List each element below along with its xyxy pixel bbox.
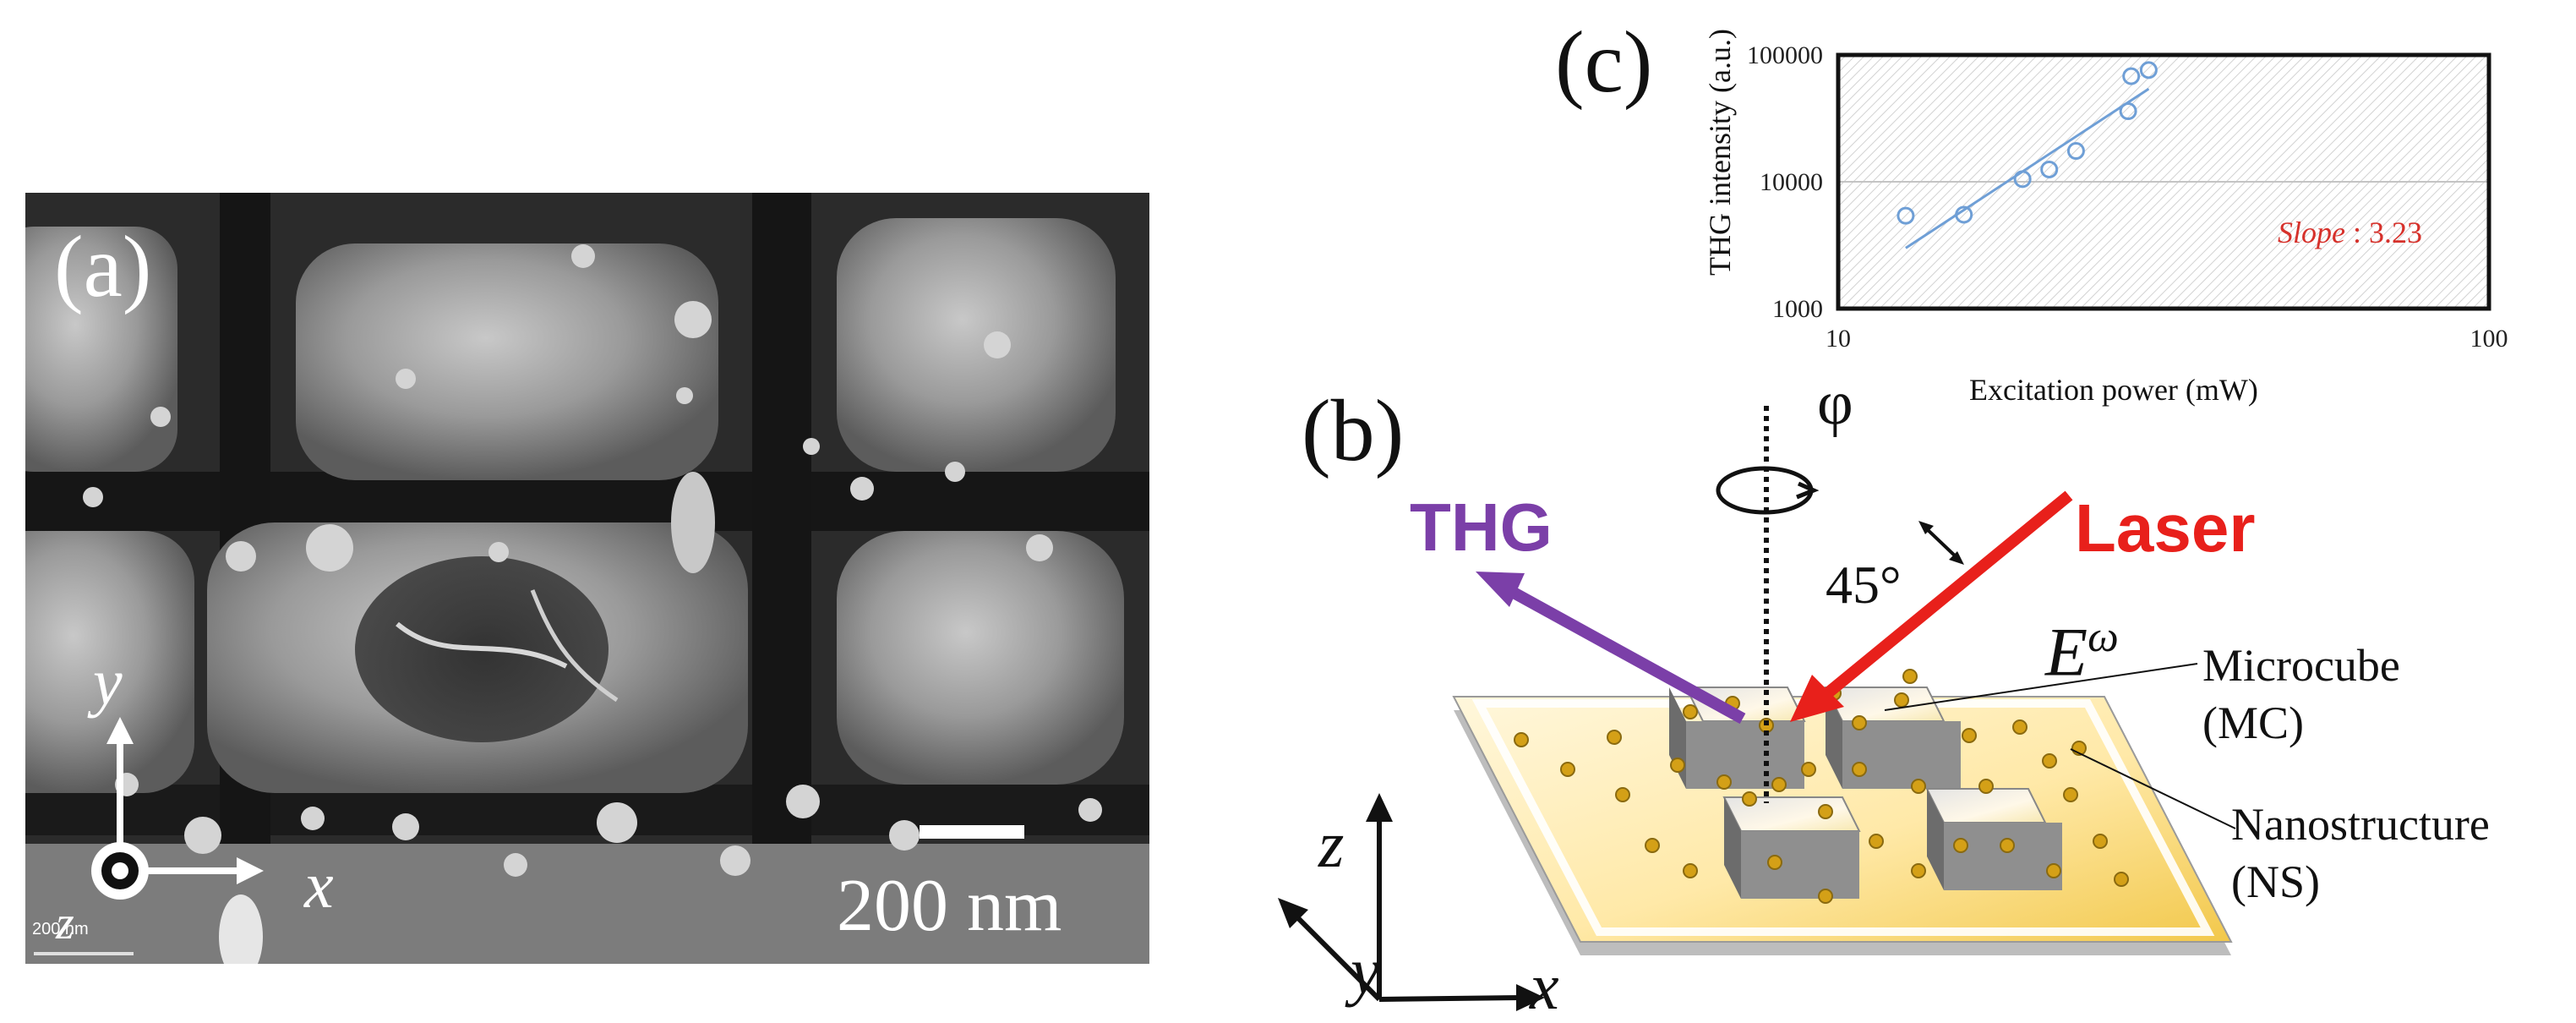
microcube-4 <box>1925 788 2062 890</box>
data-point <box>2040 160 2059 178</box>
data-point <box>1897 206 1915 225</box>
electric-field-label: Eω <box>2045 615 2119 687</box>
data-point <box>2122 67 2141 85</box>
scale-bar <box>920 825 1024 839</box>
sem-axis-y-label: y <box>93 645 123 719</box>
microcube-3 <box>1722 796 1861 899</box>
data-point <box>2139 61 2158 79</box>
data-point <box>2119 102 2137 121</box>
slope-annotation-value: : 3.23 <box>2345 216 2422 249</box>
schematic-axis-z-label: z <box>1318 807 1345 881</box>
schematic-axis-y-label: y <box>1351 934 1380 1008</box>
microcube-2 <box>1824 687 1961 789</box>
microcube-label: Microcube <box>2202 640 2400 691</box>
data-point <box>1955 205 1973 224</box>
chart-x-axis-label: Excitation power (mW) <box>1969 373 2258 407</box>
nanostructure-abbrev: (NS) <box>2231 856 2320 907</box>
chart-y-axis-label: THG intensity (a.u.) <box>1703 29 1737 276</box>
laser-label: Laser <box>2075 490 2256 566</box>
laser-arrow <box>1821 490 2073 700</box>
sem-axis-z-label: z <box>56 897 74 949</box>
thg-arrow <box>1503 583 1746 725</box>
slope-annotation: Slope : 3.23 <box>2278 216 2422 249</box>
panel-a-label: (a) <box>54 218 152 315</box>
data-point <box>2013 170 2032 189</box>
scale-bar-label: 200 nm <box>837 865 1062 947</box>
x-tick-label: 100 <box>2470 325 2508 353</box>
fit-line <box>1905 87 2150 249</box>
electric-field-symbol: E <box>2045 613 2088 691</box>
schematic-axes <box>1289 812 1525 1002</box>
y-tick-label: 10000 <box>1760 168 1823 196</box>
polarization-arrow <box>1922 524 1961 561</box>
schematic-axis-x-label: x <box>1530 949 1559 1023</box>
slope-annotation-label: Slope <box>2278 216 2345 249</box>
microcube-leader <box>1884 663 2198 711</box>
nanostructure-leader <box>2070 748 2236 829</box>
mini-scale-label: 200 nm <box>32 920 89 938</box>
schematic-diagram <box>1278 406 2236 1011</box>
nanoparticles <box>1514 669 2129 904</box>
sem-image-panel: (a) 200 nm 200 nm y x z <box>25 193 1149 964</box>
sem-axis-x-label: x <box>304 848 334 922</box>
y-tick-label: 100000 <box>1747 41 1823 69</box>
nanostructure-label: Nanostructure <box>2231 799 2490 850</box>
panel-c-label: (c) <box>1555 14 1653 111</box>
rotation-angle-label: φ <box>1817 369 1853 438</box>
incidence-angle-label: 45° <box>1826 555 1902 615</box>
electric-field-superscript: ω <box>2088 613 2119 661</box>
chart-frame <box>1836 52 2491 311</box>
thg-label: THG <box>1410 490 1553 565</box>
data-point <box>2066 142 2085 161</box>
microcube-abbrev: (MC) <box>2202 698 2304 748</box>
y-tick-label: 1000 <box>1772 295 1823 323</box>
panel-b-label: (b) <box>1302 382 1405 479</box>
sem-micrograph <box>25 193 1149 964</box>
x-tick-label: 10 <box>1826 325 1851 353</box>
